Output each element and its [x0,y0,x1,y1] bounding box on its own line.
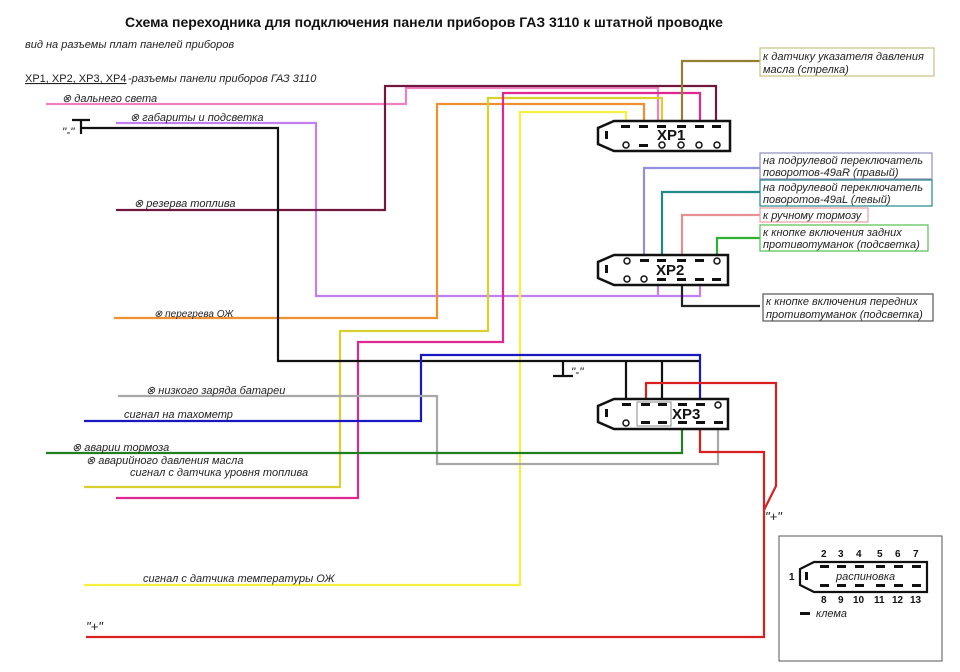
wire-front-fog [680,282,760,308]
connector-xp2: XP2 [596,253,730,287]
wire-brake-fault [46,424,684,455]
note-turn-left: на подрулевой переключатель поворотов-49… [759,179,933,207]
pin-9: 9 [838,595,844,606]
label-fuel-reserve: ⊗ резерва топлива [134,198,235,210]
note-turn-right: на подрулевой переключатель поворотов-49… [759,152,933,180]
label-coolant-temp: сигнал с датчика температуры ОЖ [143,573,335,585]
label-brake-fault: ⊗ аварии тормоза [72,442,169,454]
connector-xp3: XP3 [596,397,730,431]
xp1-label: XP1 [657,127,685,144]
connector-xp1: XP1 [596,119,732,153]
plus-label-left: "+" [86,619,104,634]
ground-label-right: "-" [571,365,584,379]
note-handbrake: к ручному тормозу [759,207,869,223]
wire-rear-fog [715,236,760,258]
wire-fuel-reserve [116,84,718,212]
ground-symbol-left [72,118,90,134]
wire-high-beam [46,86,660,124]
ground-label-left: "-" [62,125,75,139]
pinout-legend: распиновка 1 2 3 4 5 6 7 8 9 10 11 12 13… [778,535,943,662]
label-fuel-level: сигнал с датчика уровня топлива [130,467,308,479]
pin-10: 10 [853,595,865,606]
wire-oil-pressure-gauge [680,59,760,124]
xp3-label: XP3 [672,406,700,423]
wire-fuel-level [116,91,702,500]
diagram-subtitle: вид на разъемы плат панелей приборов [25,39,234,51]
label-parking-lights: ⊗ габариты и подсветка [130,112,263,124]
label-high-beam: ⊗ дальнего света [62,93,157,105]
pin-12: 12 [892,595,904,606]
svg-text:к кнопке включения задних: к кнопке включения задних [763,227,902,239]
label-coolant-overheat: ⊗ перегрева ОЖ [154,309,234,320]
plus-label-right: "+" [765,509,783,524]
pin-5: 5 [877,549,883,560]
svg-text:на подрулевой переключатель: на подрулевой переключатель [763,182,923,194]
connector-legend: XP1, XP2, XP3, XP4 -разъемы панели прибо… [25,73,317,85]
wire-coolant-overheat [114,102,646,320]
pin-6: 6 [895,549,901,560]
pin-1: 1 [789,572,795,583]
connector-description: -разъемы панели приборов ГАЗ 3110 [128,73,317,85]
pin-7: 7 [913,549,919,560]
note-oil-pressure-gauge: к датчику указателя давления масла (стре… [759,47,935,77]
ground-symbol-right [553,361,573,378]
pinout-title: распиновка [835,571,895,583]
wire-plus-a [86,381,778,639]
wire-tachometer [84,353,702,423]
wire-handbrake [680,213,760,258]
pin-3: 3 [838,549,844,560]
wire-ground [80,126,700,398]
svg-text:противотуманок (подсветка): противотуманок (подсветка) [766,309,923,321]
wire-coolant-temp [84,110,628,587]
note-rear-fog: к кнопке включения задних противотуманок… [759,224,929,252]
pin-2: 2 [821,549,827,560]
pin-13: 13 [910,595,922,606]
svg-text:поворотов-49aR (правый): поворотов-49aR (правый) [763,167,899,179]
pin-8: 8 [821,595,827,606]
wire-turn-right [642,166,760,258]
svg-text:на подрулевой переключатель: на подрулевой переключатель [763,155,923,167]
connector-list: XP1, XP2, XP3, XP4 [25,73,127,85]
svg-text:масла (стрелка): масла (стрелка) [763,64,849,76]
label-low-battery: ⊗ низкого заряда батареи [146,385,285,397]
terminal-label: клема [816,608,847,620]
wire-plus-b [698,424,766,510]
svg-text:к датчику указателя давления: к датчику указателя давления [763,51,924,63]
xp2-label: XP2 [656,262,684,279]
label-tachometer: сигнал на тахометр [124,409,233,421]
svg-text:к кнопке включения передних: к кнопке включения передних [766,296,918,308]
wire-low-battery [118,394,720,466]
wire-turn-left [660,190,760,258]
diagram-title: Схема переходника для подключения панели… [125,14,723,30]
wire-oil-pressure-fault [84,96,664,489]
label-oil-pressure-fault: ⊗ аварийного давления масла [86,455,244,467]
svg-text:поворотов-49aL (левый): поворотов-49aL (левый) [763,194,891,206]
pin-11: 11 [874,595,885,606]
note-front-fog: к кнопке включения передних противотуман… [762,293,934,322]
pin-4: 4 [856,549,862,560]
svg-text:противотуманок (подсветка): противотуманок (подсветка) [763,239,920,251]
svg-text:к ручному тормозу: к ручному тормозу [763,210,863,222]
